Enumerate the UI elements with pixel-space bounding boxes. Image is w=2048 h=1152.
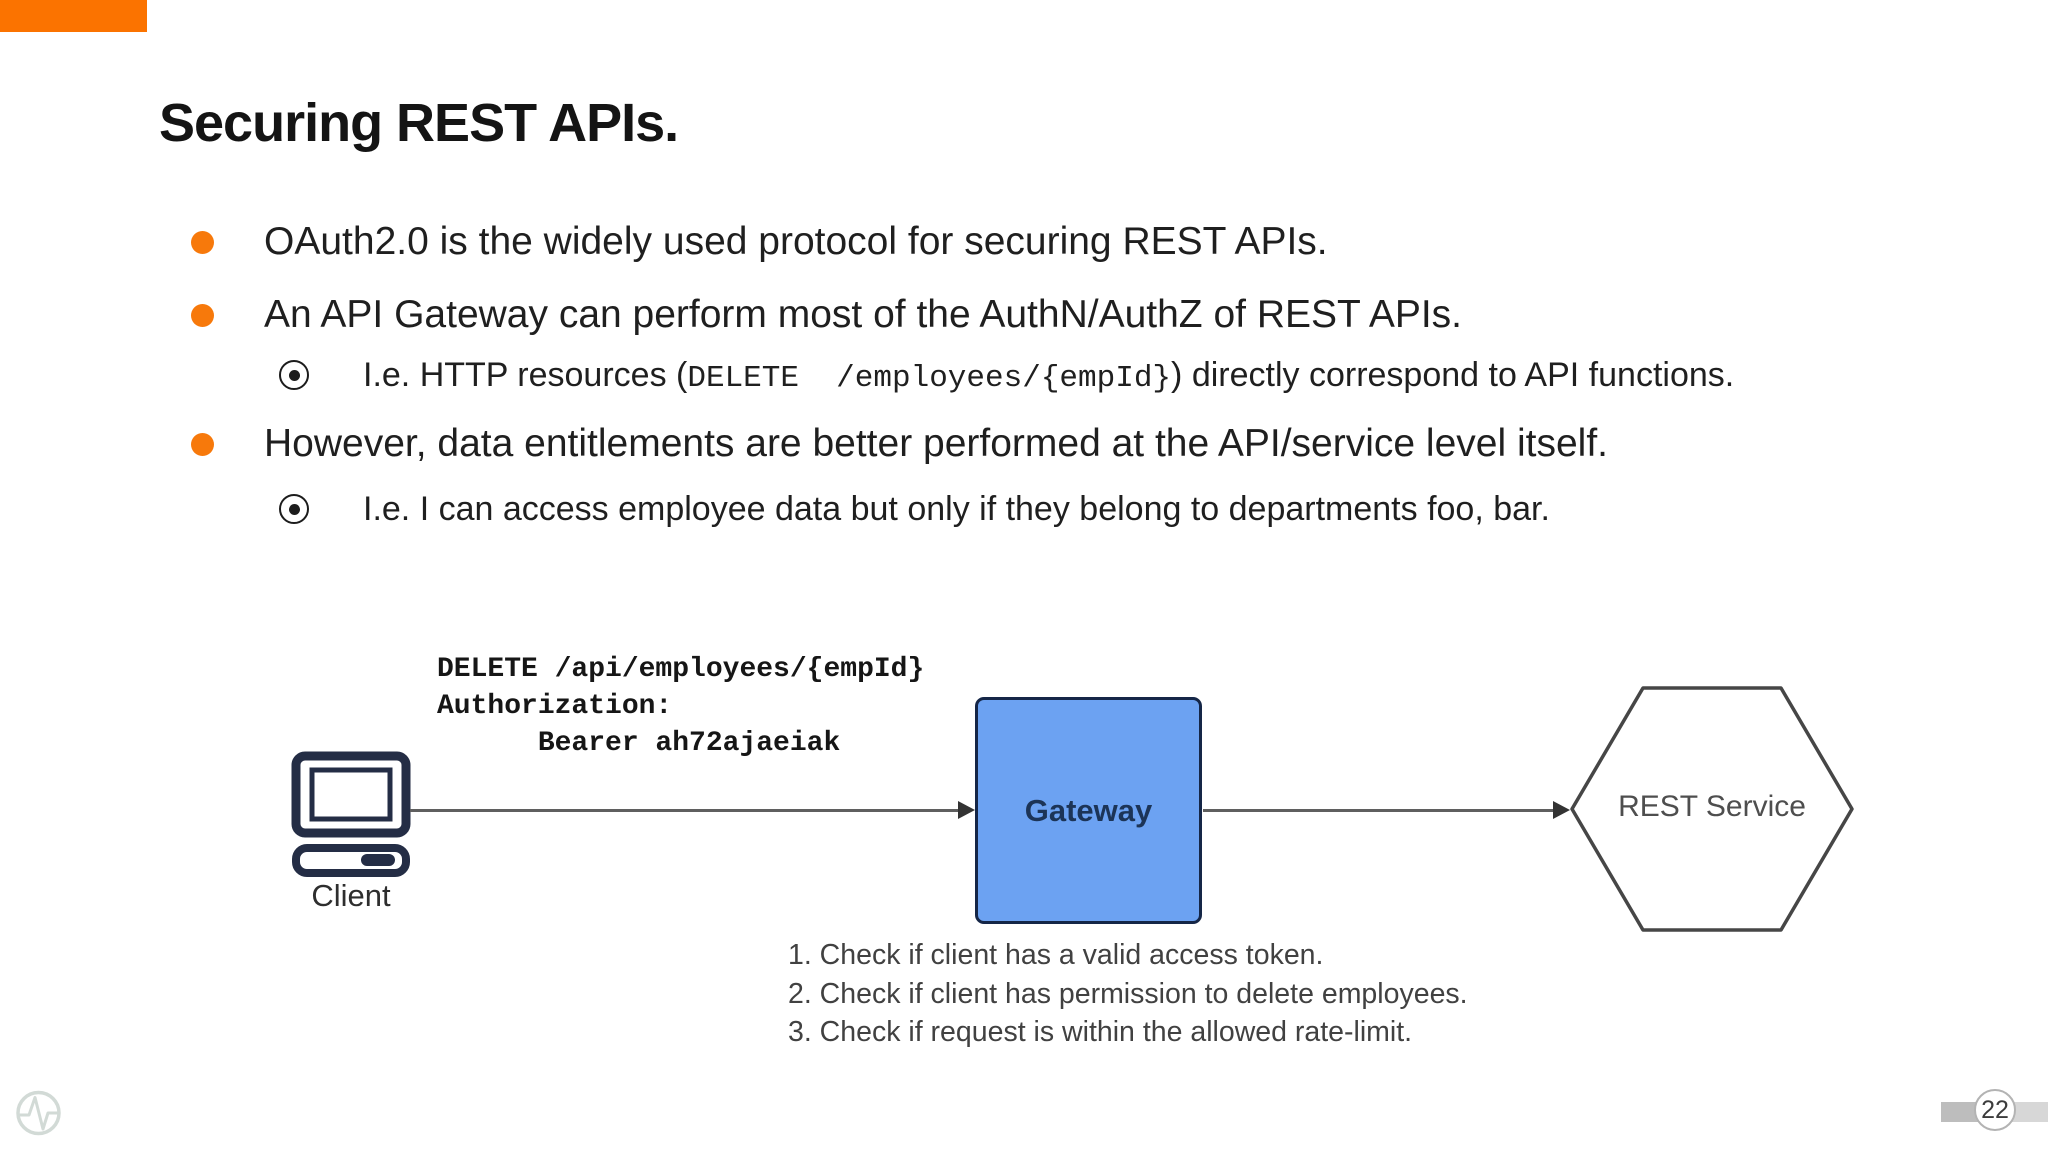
sub-bullet-suffix: ) directly correspond to API functions. bbox=[1171, 356, 1735, 394]
circle-dot-icon bbox=[279, 494, 309, 524]
arrowhead-icon bbox=[1553, 801, 1570, 819]
bullet-dot-icon bbox=[191, 231, 214, 254]
sub-bullet-text: I.e. HTTP resources (DELETE /employees/{… bbox=[363, 353, 1734, 401]
gateway-checks-list: 1. Check if client has a valid access to… bbox=[788, 936, 1468, 1052]
accent-bar bbox=[0, 0, 147, 32]
bullet-text: An API Gateway can perform most of the A… bbox=[264, 293, 1463, 336]
bullet-dot-icon bbox=[191, 304, 214, 327]
gateway-label: Gateway bbox=[1024, 792, 1153, 828]
check-item: 2. Check if client has permission to del… bbox=[788, 977, 1468, 1010]
bullet-text: OAuth2.0 is the widely used protocol for… bbox=[264, 220, 1328, 263]
request-code-text: DELETE /api/employees/{empId} Authorizat… bbox=[437, 654, 925, 759]
rest-service-label: REST Service bbox=[1618, 790, 1806, 823]
bullet-item: An API Gateway can perform most of the A… bbox=[0, 290, 2048, 340]
sub-bullet-item: I.e. I can access employee data but only… bbox=[0, 487, 2048, 531]
bullet-item: OAuth2.0 is the widely used protocol for… bbox=[0, 217, 2048, 267]
client-label: Client bbox=[311, 878, 391, 913]
sub-bullet-prefix: I.e. HTTP resources ( bbox=[363, 356, 688, 394]
check-item: 3. Check if request is within the allowe… bbox=[788, 1016, 1413, 1048]
client-computer-icon bbox=[290, 750, 412, 887]
pulse-logo-icon bbox=[15, 1088, 63, 1143]
sub-bullet-text: I.e. I can access employee data but only… bbox=[363, 490, 1550, 528]
bullet-item: However, data entitlements are better pe… bbox=[0, 419, 2048, 469]
arrowhead-icon bbox=[958, 801, 975, 819]
page-title: Securing REST APIs. bbox=[159, 93, 679, 153]
rest-service-node bbox=[1568, 684, 1856, 934]
check-item: 1. Check if client has a valid access to… bbox=[788, 939, 1324, 971]
page-number-badge: 22 bbox=[1974, 1089, 2016, 1131]
arrow-client-to-gateway bbox=[410, 809, 959, 812]
bullet-dot-icon bbox=[191, 433, 214, 456]
circle-dot-icon bbox=[279, 360, 309, 390]
arrow-gateway-to-service bbox=[1203, 809, 1554, 812]
bullet-text: However, data entitlements are better pe… bbox=[264, 422, 1608, 465]
sub-bullet-item: I.e. HTTP resources (DELETE /employees/{… bbox=[0, 353, 2048, 397]
page-number: 22 bbox=[1981, 1095, 2009, 1124]
inline-code: DELETE /employees/{empId} bbox=[687, 361, 1172, 396]
gateway-node: Gateway bbox=[975, 697, 1202, 924]
